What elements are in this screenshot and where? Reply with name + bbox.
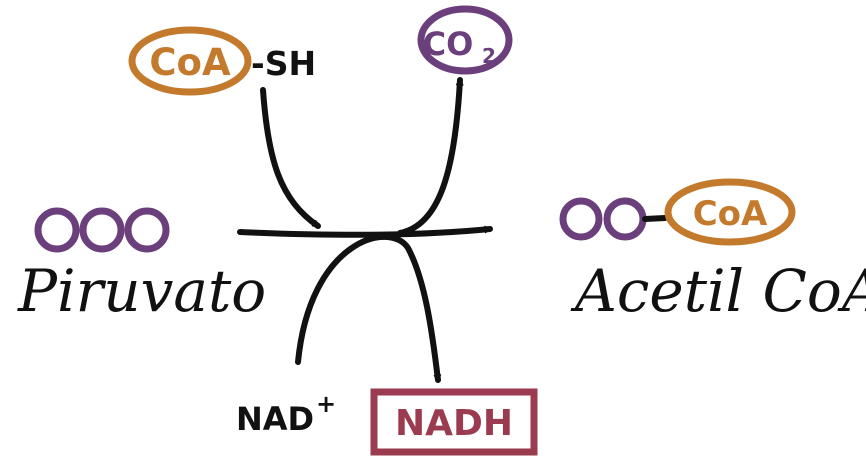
main-reaction-arrow xyxy=(237,225,493,238)
nadh-box xyxy=(370,388,538,456)
acetyl-coa-oval xyxy=(664,178,796,246)
carbon-circle-1 xyxy=(34,207,80,253)
coa-input-arrow xyxy=(260,87,321,229)
nad-to-nadh-arrow xyxy=(295,233,442,383)
coa-label: CoA xyxy=(149,41,231,84)
coa-oval xyxy=(128,26,252,96)
carbon-circle-3 xyxy=(124,207,170,253)
co2-subscript: 2 xyxy=(482,44,496,68)
co2-text: CO xyxy=(423,25,474,63)
pyruvate-label: Piruvato xyxy=(17,257,266,325)
acetyl-coa-coa-label: CoA xyxy=(693,194,768,234)
pyruvate-carbons xyxy=(34,207,170,253)
nadh-output: NADH xyxy=(370,388,538,456)
acetyl-bond xyxy=(642,215,668,222)
acetyl-coa-product: CoA xyxy=(559,178,796,246)
nadh-label: NADH xyxy=(395,403,513,444)
sh-group-label: -SH xyxy=(251,44,316,83)
acetyl-carbon-2 xyxy=(603,197,647,241)
carbon-circle-2 xyxy=(79,207,125,253)
nad-superscript: + xyxy=(316,390,336,418)
nad-label: NAD xyxy=(236,400,314,438)
co2-output-arrow xyxy=(397,77,464,236)
co2-oval xyxy=(417,5,513,75)
acetyl-carbon-1 xyxy=(559,197,603,241)
coa-sh-input: CoA -SH xyxy=(128,26,316,96)
acetyl-coa-label: Acetil CoA xyxy=(570,257,866,325)
co2-output: CO 2 xyxy=(417,5,513,75)
co2-label: CO xyxy=(423,25,474,63)
